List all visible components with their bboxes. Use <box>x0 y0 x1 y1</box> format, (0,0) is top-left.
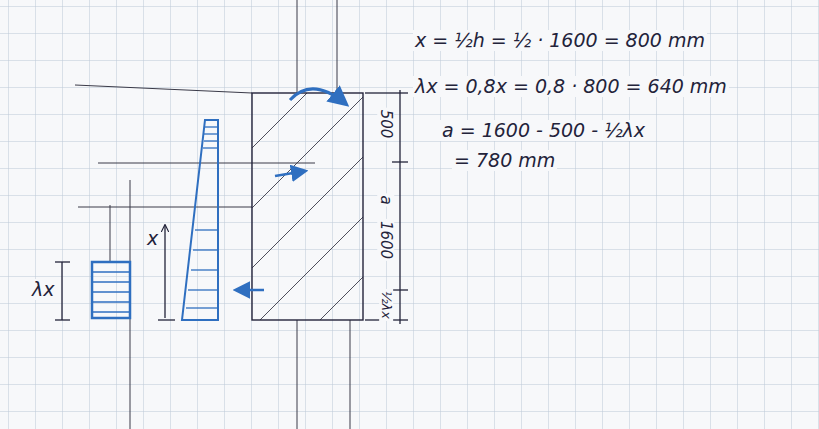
dimension-label: x <box>145 228 160 249</box>
formula: = 780 mm <box>452 150 557 171</box>
moment-arrow <box>290 89 346 104</box>
formula: λx = 0,8x = 0,8 · 800 = 640 mm <box>413 76 729 97</box>
construction-lines <box>75 0 350 429</box>
column-section <box>230 80 380 350</box>
dimension-value: 1600 <box>378 219 395 261</box>
dimension-value: 500 <box>378 108 395 141</box>
stress-block <box>92 262 130 318</box>
compression-arrow <box>236 289 264 292</box>
formula: a = 1600 - 500 - ½λx <box>440 120 647 141</box>
formula: x = ½h = ½ · 1600 = 800 mm <box>413 30 707 51</box>
tension-arrow <box>275 171 305 176</box>
dimension-lines <box>55 90 408 324</box>
dimension-value: a <box>378 193 395 206</box>
dimension-label: λx <box>30 279 57 300</box>
dimension-value: ½λx <box>379 289 393 321</box>
stress-triangle <box>182 120 218 320</box>
